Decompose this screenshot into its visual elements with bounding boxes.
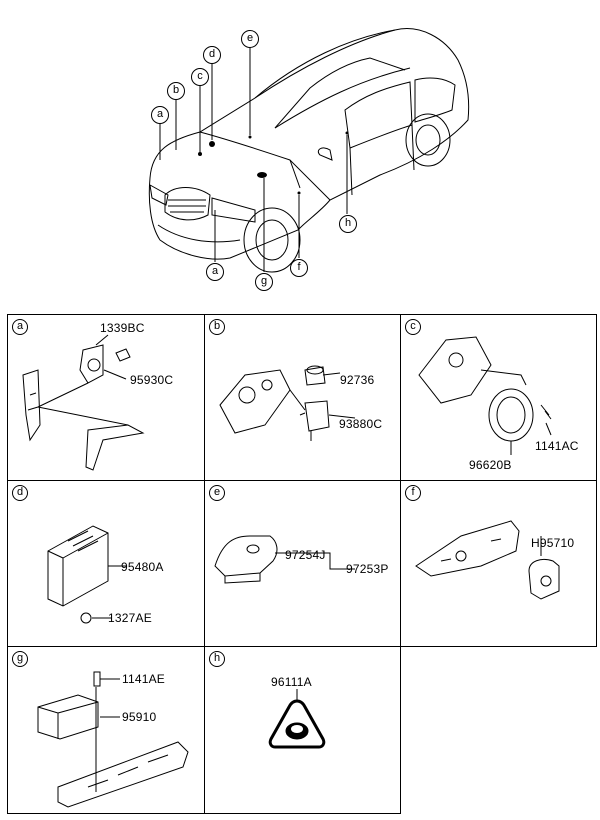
- cell-tag: e: [209, 485, 225, 501]
- callout-e[interactable]: e: [241, 30, 259, 48]
- airbag-module-drawing: [37, 671, 189, 808]
- callout-a-front[interactable]: a: [151, 106, 169, 124]
- sensor-cover-drawing: [214, 535, 355, 584]
- callout-h[interactable]: h: [339, 215, 357, 233]
- callout-b[interactable]: b: [167, 82, 185, 100]
- horn-drawing: [418, 336, 552, 455]
- cell-tag: d: [12, 485, 28, 501]
- part-number: 1141AE: [122, 672, 166, 686]
- pillar-sensor-drawing: [415, 520, 560, 600]
- parts-grid: a 1339BC 95930C b 92736 93880C: [7, 314, 597, 814]
- cell-g[interactable]: g 1141AE 95910: [7, 646, 205, 814]
- part-number: 1327AE: [108, 611, 152, 625]
- cell-tag: a: [12, 319, 28, 335]
- cell-tag: c: [405, 319, 421, 335]
- cell-tag: h: [209, 651, 225, 667]
- hood-switch-drawing: [219, 365, 356, 441]
- cell-h[interactable]: h 96111A: [204, 646, 401, 814]
- cell-c[interactable]: c 96620B 1141AC: [400, 314, 597, 481]
- callout-g[interactable]: g: [255, 273, 273, 291]
- part-number: 95910: [122, 710, 157, 724]
- car-illustration: [148, 28, 470, 273]
- part-number: 97254J: [285, 548, 326, 562]
- cell-a[interactable]: a 1339BC 95930C: [7, 314, 205, 481]
- cell-e[interactable]: e 97254J 97253P: [204, 480, 401, 647]
- part-number: 97253P: [346, 562, 389, 576]
- part-number: 95480A: [121, 560, 164, 574]
- part-number: 96620B: [469, 458, 512, 472]
- callout-c[interactable]: c: [191, 68, 209, 86]
- part-number: 1339BC: [100, 321, 145, 335]
- part-number: 95930C: [130, 373, 174, 387]
- control-module-drawing: [47, 525, 126, 624]
- part-number: 96111A: [271, 675, 312, 689]
- cell-tag: g: [12, 651, 28, 667]
- cell-tag: f: [405, 485, 421, 501]
- speed-sensor-bracket-drawing: [22, 334, 145, 471]
- callout-a-bottom[interactable]: a: [206, 263, 224, 281]
- part-number: 92736: [340, 373, 375, 387]
- cell-f[interactable]: f H95710: [400, 480, 597, 647]
- part-number: 1141AC: [535, 439, 579, 453]
- part-number: 93880C: [339, 417, 383, 431]
- callout-d[interactable]: d: [203, 46, 221, 64]
- callout-f[interactable]: f: [290, 259, 308, 277]
- cell-b[interactable]: b 92736 93880C: [204, 314, 401, 481]
- car-overview: a b c d e a g f h: [0, 0, 600, 300]
- cell-tag: b: [209, 319, 225, 335]
- part-number: H95710: [531, 536, 575, 550]
- warning-label-drawing: [268, 689, 326, 749]
- cell-d[interactable]: d 95480A 1327AE: [7, 480, 205, 647]
